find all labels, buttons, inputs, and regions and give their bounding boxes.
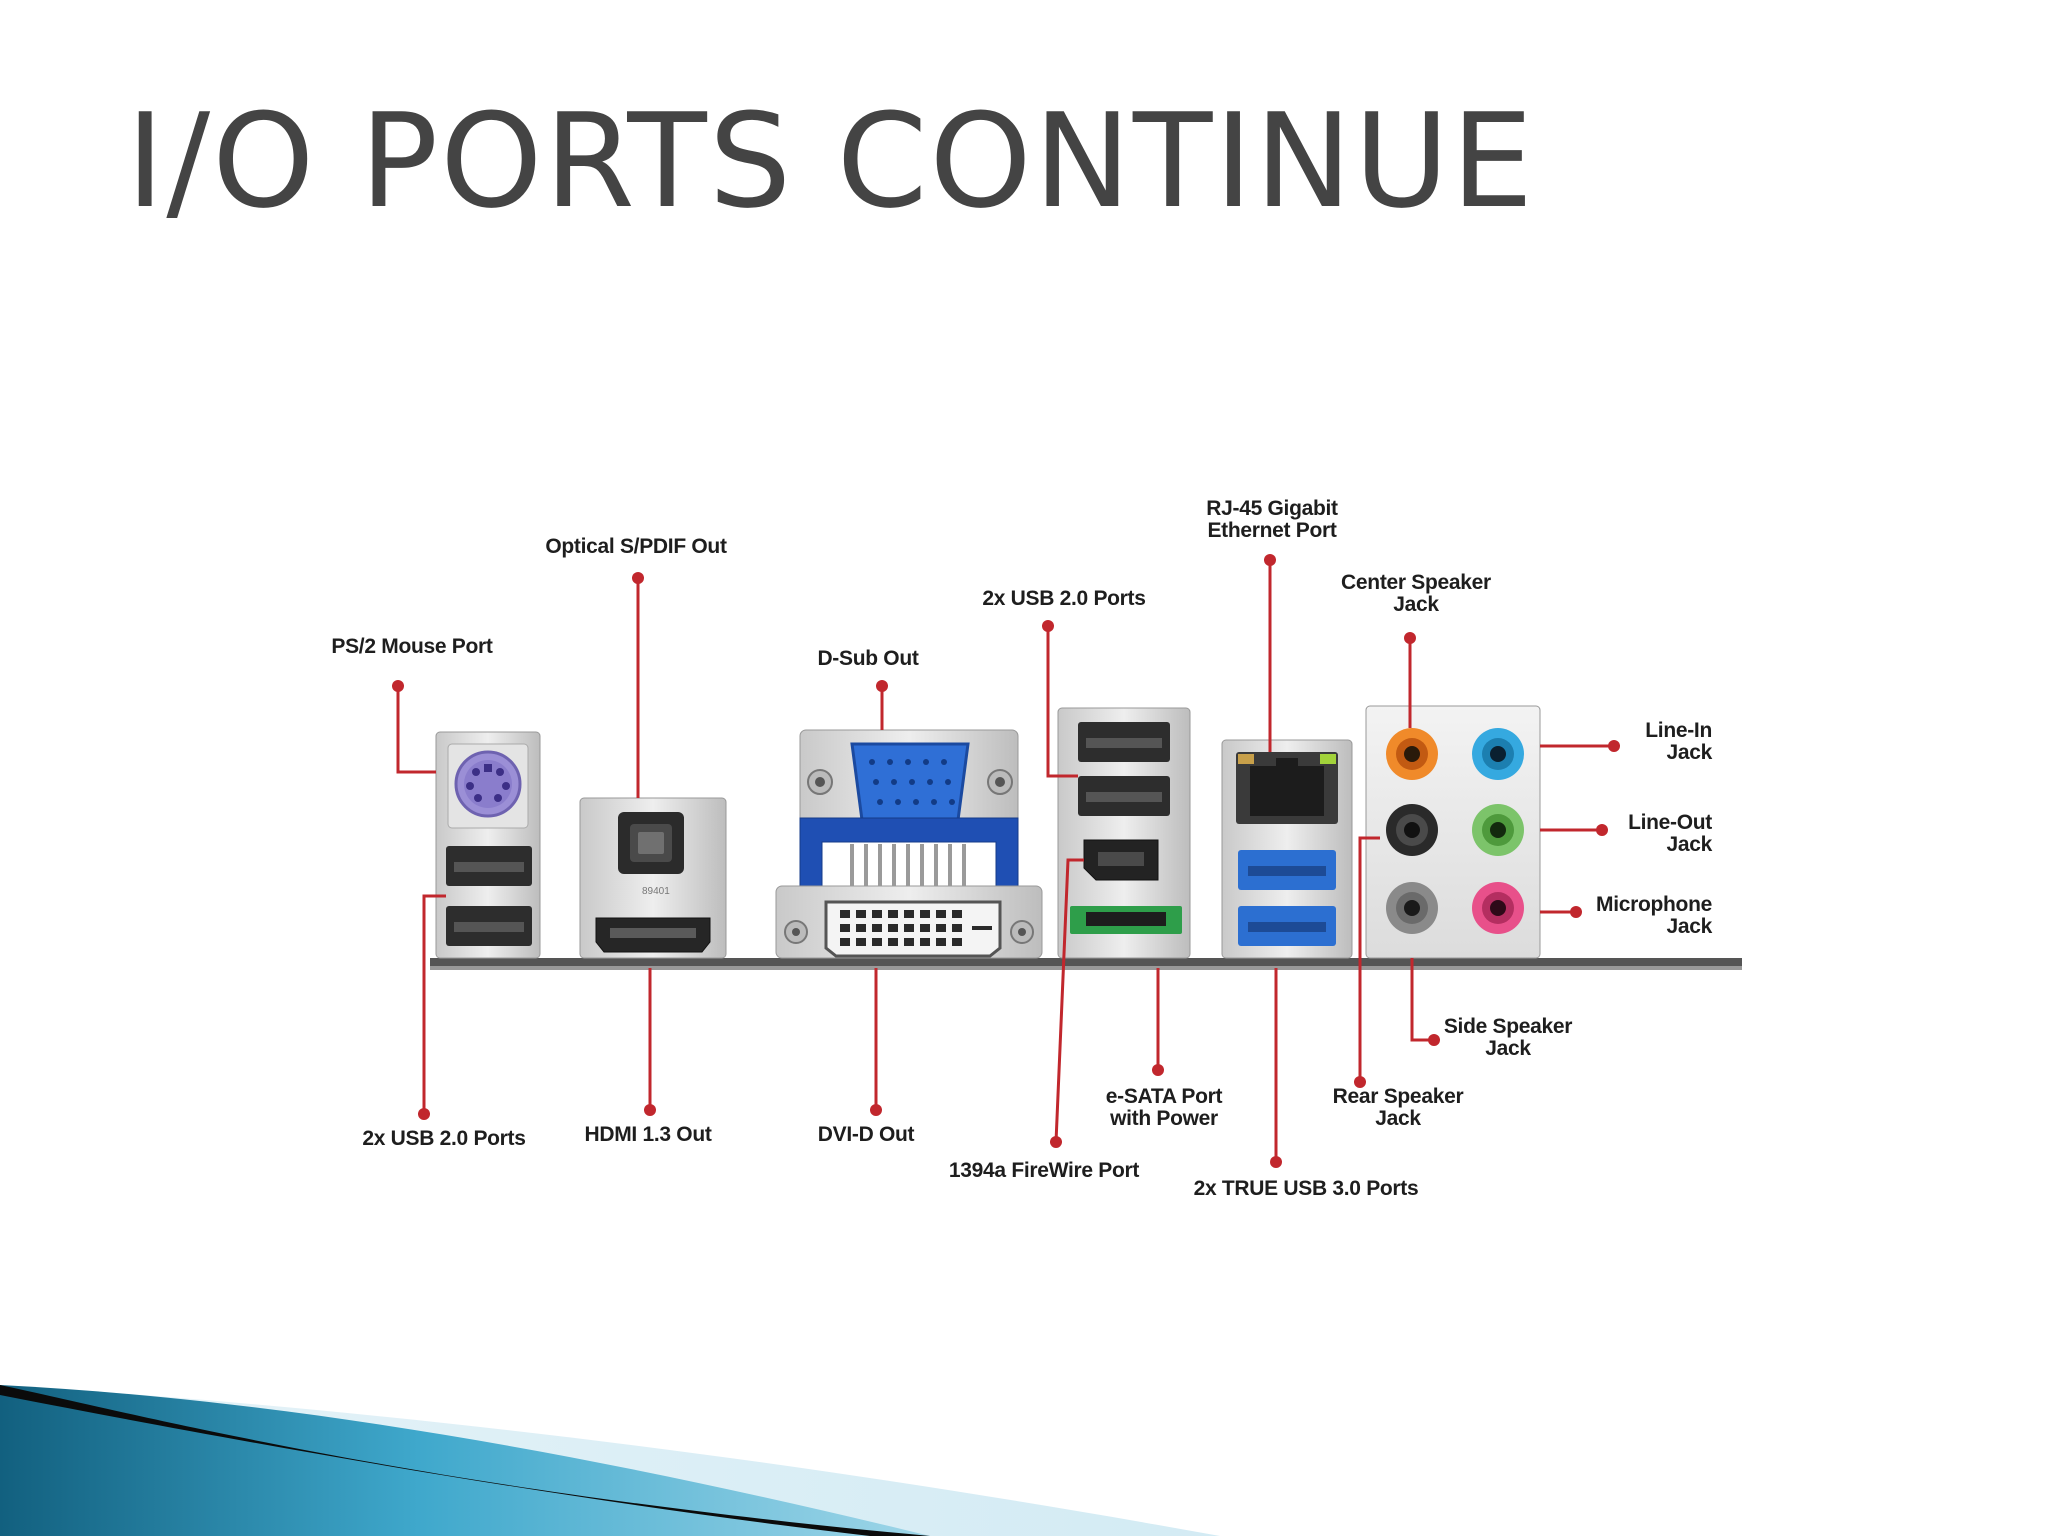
- label-side-speaker-jack: Side Speaker Jack: [1443, 1015, 1573, 1060]
- leader-rear-speaker: [1358, 836, 1380, 1078]
- label-ps2-mouse-port: PS/2 Mouse Port: [331, 635, 493, 658]
- leader-usb-bottom: [422, 894, 446, 1114]
- label-center-speaker-jack: Center Speaker Jack: [1341, 571, 1491, 616]
- label-usb20-ports-bottom: 2x USB 2.0 Ports: [362, 1127, 526, 1150]
- label-usb20-ports-top: 2x USB 2.0 Ports: [982, 587, 1146, 610]
- leader-usb-top: [1046, 626, 1078, 778]
- label-dvi-d-out: DVI-D Out: [817, 1123, 915, 1146]
- label-line-out-jack: Line-Out Jack: [1628, 811, 1712, 856]
- vga-dvi-stack: [775, 729, 1043, 959]
- swoosh-teal-band: [0, 1385, 930, 1536]
- base-plate: [430, 958, 1742, 968]
- label-d-sub-out: D-Sub Out: [817, 647, 919, 670]
- vga-pins: [869, 759, 955, 805]
- label-rj45-ethernet: RJ-45 Gigabit Ethernet Port: [1206, 497, 1338, 542]
- label-firewire-port: 1394a FireWire Port: [948, 1159, 1140, 1182]
- optical-chip-text: 89401: [642, 886, 670, 897]
- label-esata-port: e-SATA Port with Power: [1105, 1085, 1223, 1130]
- label-usb30-ports: 2x TRUE USB 3.0 Ports: [1193, 1177, 1419, 1200]
- audio-jack-block: [1365, 705, 1541, 959]
- label-optical-spdif-out: Optical S/PDIF Out: [545, 535, 727, 558]
- leader-side-speaker: [1410, 958, 1430, 1042]
- slide-title: I/O PORTS CONTINUE: [126, 85, 1536, 237]
- leader-ps2: [396, 686, 436, 774]
- usb-firewire-esata-stack: [1057, 707, 1191, 959]
- label-rear-speaker-jack: Rear Speaker Jack: [1332, 1085, 1464, 1130]
- optical-hdmi-stack: 89401: [579, 797, 727, 959]
- dvi-pins: [840, 910, 992, 946]
- leader-lines: [396, 560, 1610, 1162]
- ps2-usb-stack: [435, 731, 541, 959]
- label-microphone-jack: Microphone Jack: [1596, 893, 1712, 938]
- label-hdmi-out: HDMI 1.3 Out: [584, 1123, 712, 1146]
- rj45-usb3-stack: [1221, 739, 1353, 959]
- label-line-in-jack: Line-In Jack: [1645, 719, 1712, 764]
- leader-dots: [392, 554, 1620, 1168]
- leader-firewire: [1054, 858, 1084, 1143]
